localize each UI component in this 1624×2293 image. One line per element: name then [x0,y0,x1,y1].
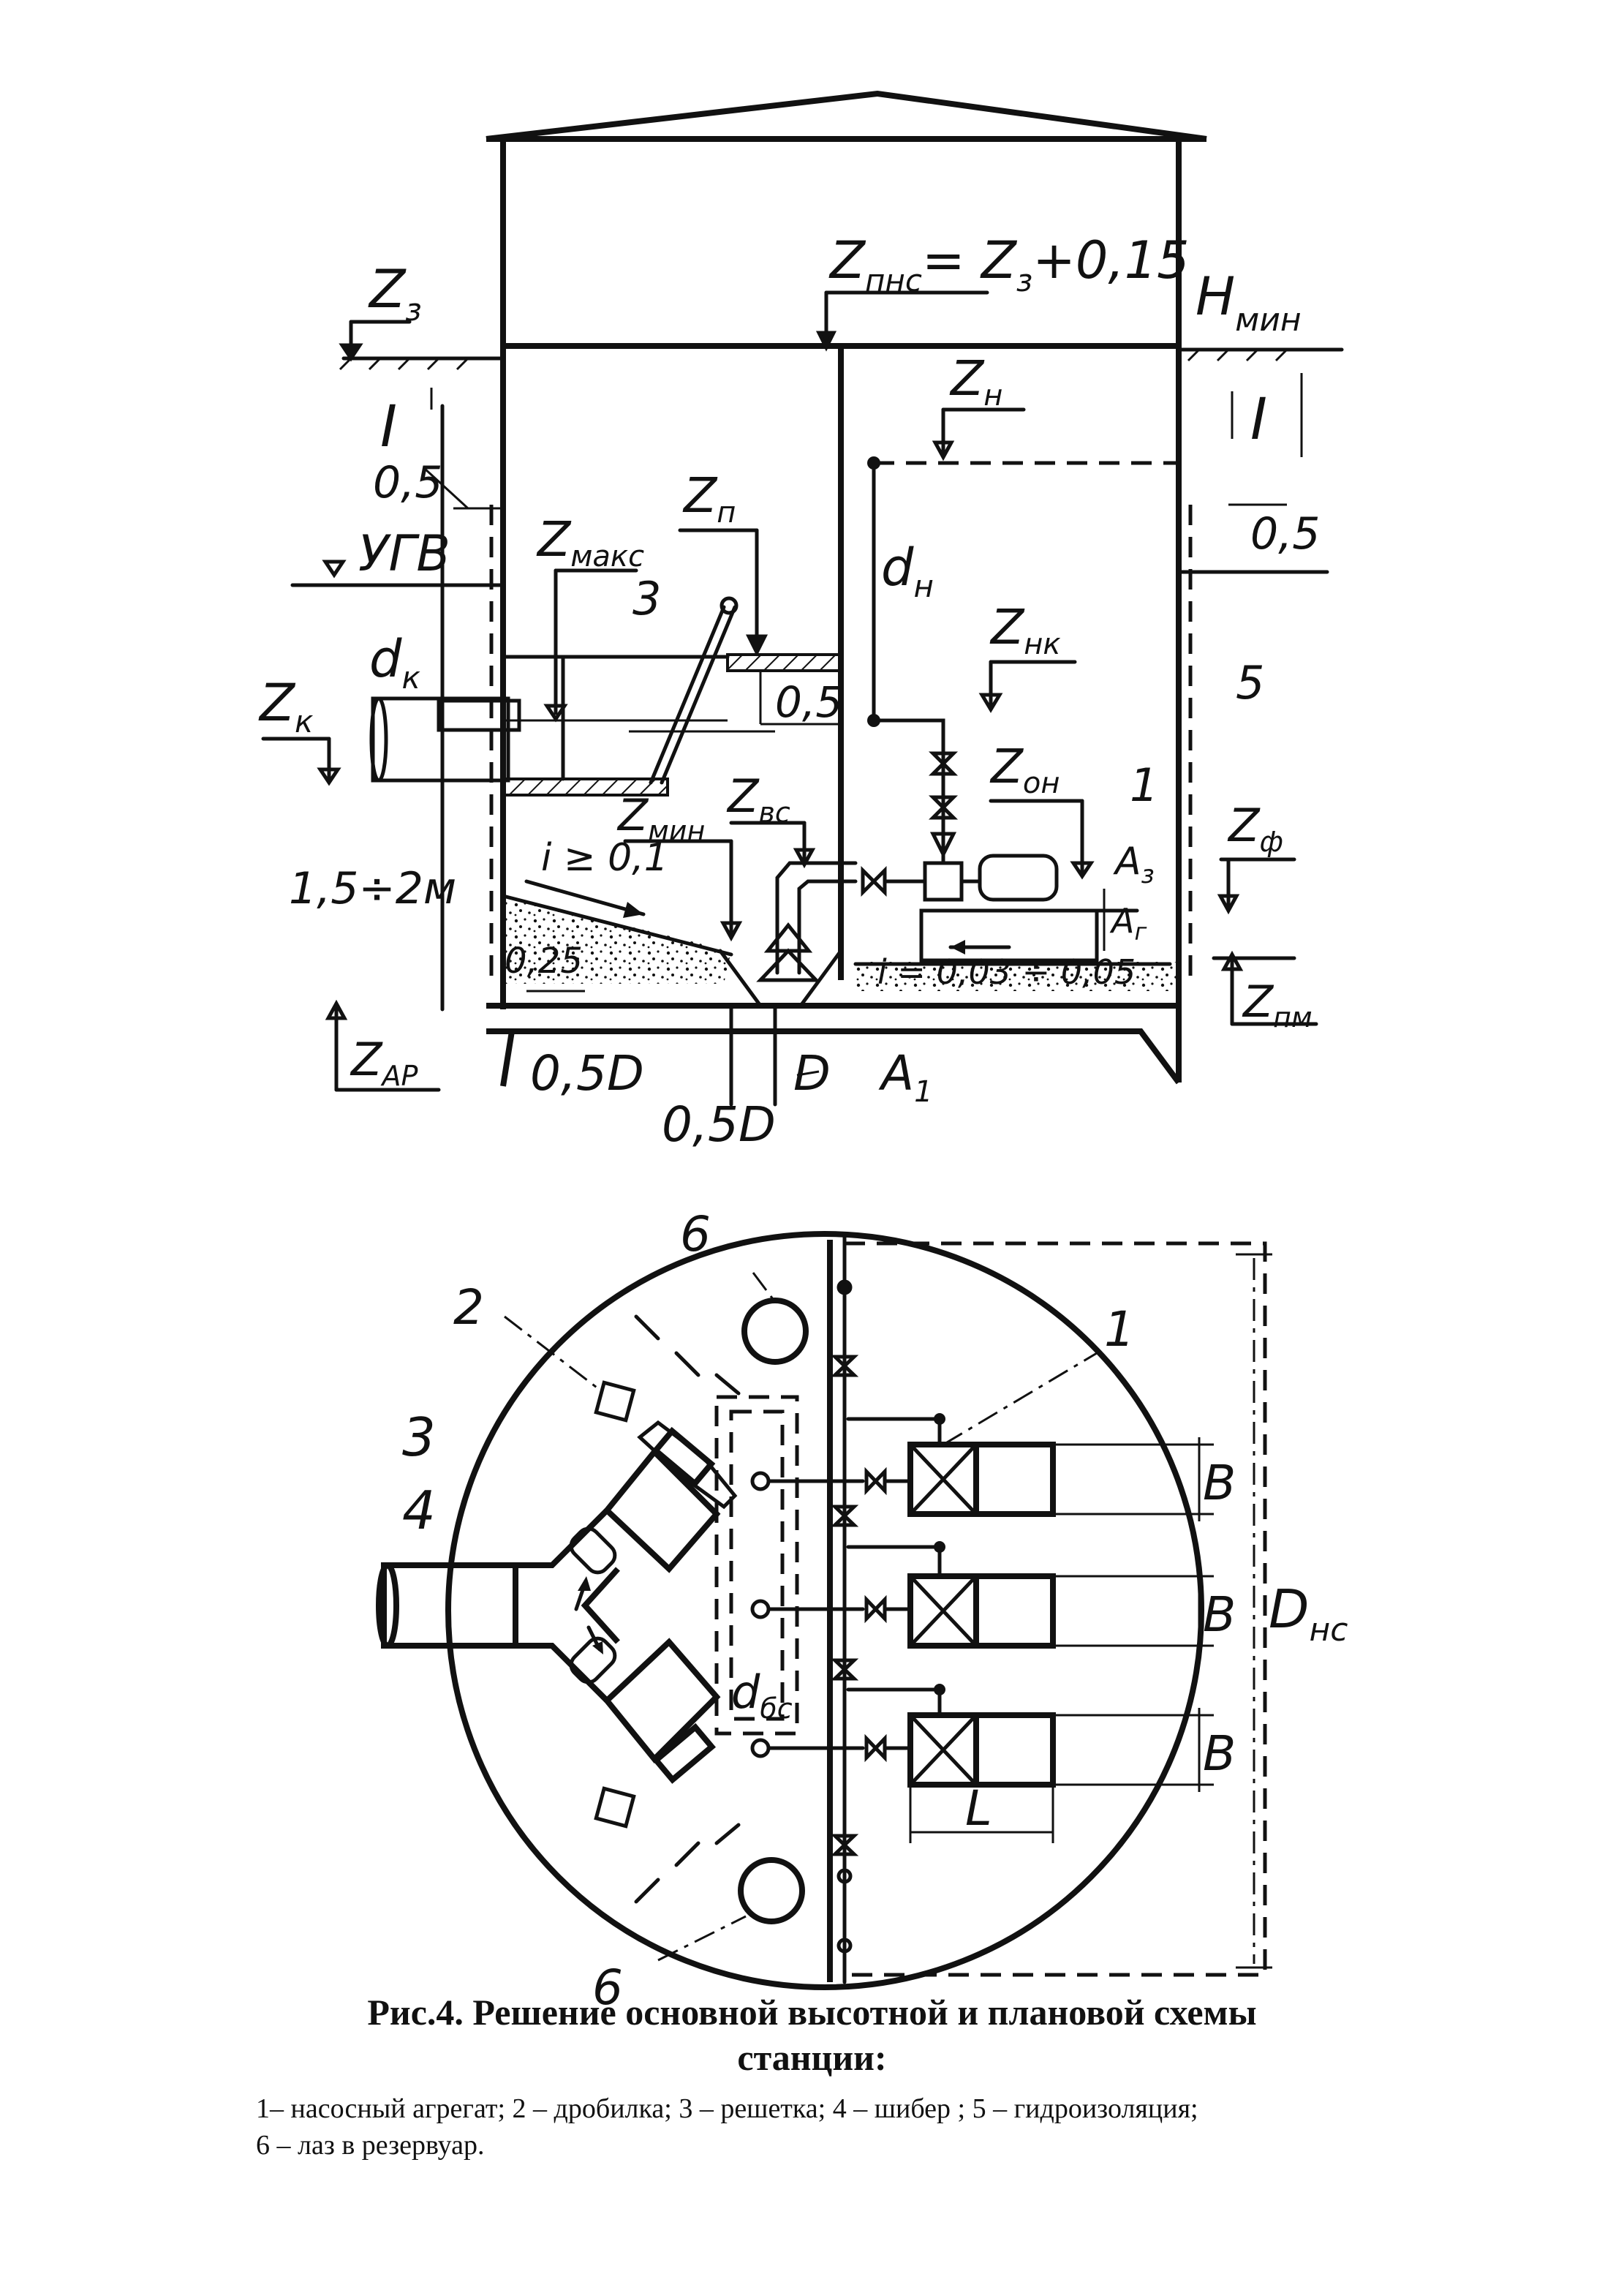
label-ugv: УГВ [358,525,450,583]
label-d-n: dн [881,538,934,604]
label-dim-05-right: 0,5 [1250,508,1320,560]
label-num-6-top: 6 [680,1206,711,1262]
roof [486,90,1207,142]
y-branch-lower [515,1643,609,1703]
label-z-ar: ZАР [350,1033,418,1092]
caption-legend: 1– насосный агрегат; 2 – дробилка; 3 – р… [256,2090,1572,2164]
label-dim-05d-bottom: 0,5D [662,1096,776,1153]
screen-pivot [720,596,739,615]
label-b-2: B [1203,1586,1236,1643]
label-a2: Аг [1109,901,1147,946]
pump-casing [923,861,964,902]
label-dim-1-5-2: 1,5÷2м [289,863,456,914]
level-markers [261,290,1318,1092]
label-a1: А1 [878,1045,933,1109]
label-z-min: Zмин [616,790,705,847]
label-z-k: Zк [258,673,314,739]
label-z-pns: Zпнс= Zз+0,15 [828,230,1190,298]
sediment-slope-arrow [524,879,646,916]
crusher-top [594,1380,636,1423]
chamber-bottom-slab [502,777,669,797]
label-dim-05-left: 0,5 [373,457,442,508]
label-roman-right: I [1250,387,1267,453]
label-a3: Аз [1113,840,1155,889]
label-z-p: Zп [682,467,736,530]
label-z-nk: Zнк [989,599,1061,661]
label-z-z: Zз [368,258,422,328]
screen-lower [652,1722,717,1784]
station-circle [445,1231,1204,1990]
channel-upper [603,1447,721,1573]
label-num-5: 5 [1236,656,1264,709]
section-view: Zз Zпнс= Zз+0,15 Hмин I I 0,5 УГВ Zмакс … [258,90,1344,1153]
label-dim-05-screen: 0,5 [775,677,842,727]
inlet-pipe-end [369,696,388,783]
collection-channel [714,1395,799,1736]
label-z-n: Zн [949,350,1002,413]
label-slope-left: i ≥ 0,1 [541,836,668,880]
plan-frame-dashed [845,1241,1267,1977]
y-branch-upper [515,1508,609,1568]
suction-pipe [775,861,858,975]
label-d-k: dк [369,629,420,696]
label-num-3: 3 [632,572,661,625]
pressure-pipe [872,461,945,865]
label-l: L [965,1780,992,1837]
label-num-2: 2 [453,1279,484,1336]
caption-title: Рис.4. Решение основной высотной и плано… [0,1989,1624,2080]
caption-title-line-1: Рис.4. Решение основной высотной и плано… [367,1992,1257,2033]
label-num-4: 4 [402,1480,436,1541]
sediment-left [503,896,731,984]
plan-view: 6 2 3 4 1 B B B Dнс dбс L 6 [376,1206,1348,2016]
valve-horizontal [861,865,887,897]
label-num-3-plan: 3 [402,1407,436,1468]
label-num-1-section: 1 [1130,758,1158,812]
label-z-vs: Zвс [726,769,790,829]
sector-marks [634,1314,741,1904]
label-b-1: B [1203,1455,1236,1511]
caption-legend-line-2: 6 – лаз в резервуар. [256,2130,485,2161]
manhole-top [741,1298,809,1365]
screen-upper [651,1426,716,1488]
label-z-f: Zф [1227,799,1283,858]
label-dim-025: 0,25 [505,941,583,982]
caption-title-line-2: станции: [737,2037,887,2078]
pump-row-3 [750,1684,1056,1788]
label-dim-05d-left: 0,5D [530,1045,644,1102]
label-slope-right: i = 0,03 ÷ 0,05 [877,952,1136,992]
collector-valves [830,1279,859,1954]
label-num-1-plan: 1 [1104,1301,1135,1358]
channel-lower [603,1638,721,1763]
hopper [718,949,843,1008]
b-dimensions [909,1437,1214,1843]
pump-motor [978,854,1059,902]
plan-inlet-pipe [381,1562,518,1649]
section-texts: Zз Zпнс= Zз+0,15 Hмин I I 0,5 УГВ Zмакс … [258,230,1320,1153]
figure-caption: Рис.4. Решение основной высотной и плано… [0,1989,1624,2161]
caption-legend-line-1: 1– насосный агрегат; 2 – дробилка; 3 – р… [256,2093,1198,2124]
valves-vertical [928,751,959,859]
screen-platform [726,653,842,672]
dimension-lines [423,373,1303,1077]
manhole-bottom [738,1857,805,1924]
label-d-ns: Dнс [1269,1578,1348,1649]
label-dim-d: D [793,1045,831,1102]
label-z-maks: Zмакс [536,511,644,573]
label-num-6-bottom: 6 [592,1959,623,2016]
pump-row-2 [750,1541,1056,1649]
sediment-right [856,962,1177,991]
label-z-on: Zон [989,740,1060,800]
label-d-bs: dбс [731,1665,793,1725]
screen-bar [649,605,726,785]
label-roman-left: I [380,394,397,460]
label-z-pm: Zпм [1242,976,1313,1033]
crusher-bottom [594,1786,636,1829]
label-b-3: B [1203,1725,1236,1782]
label-h-min: Hмин [1196,266,1302,339]
foundation [486,1028,515,1087]
plan-texts: 6 2 3 4 1 B B B Dнс dбс L 6 [402,1206,1348,2016]
